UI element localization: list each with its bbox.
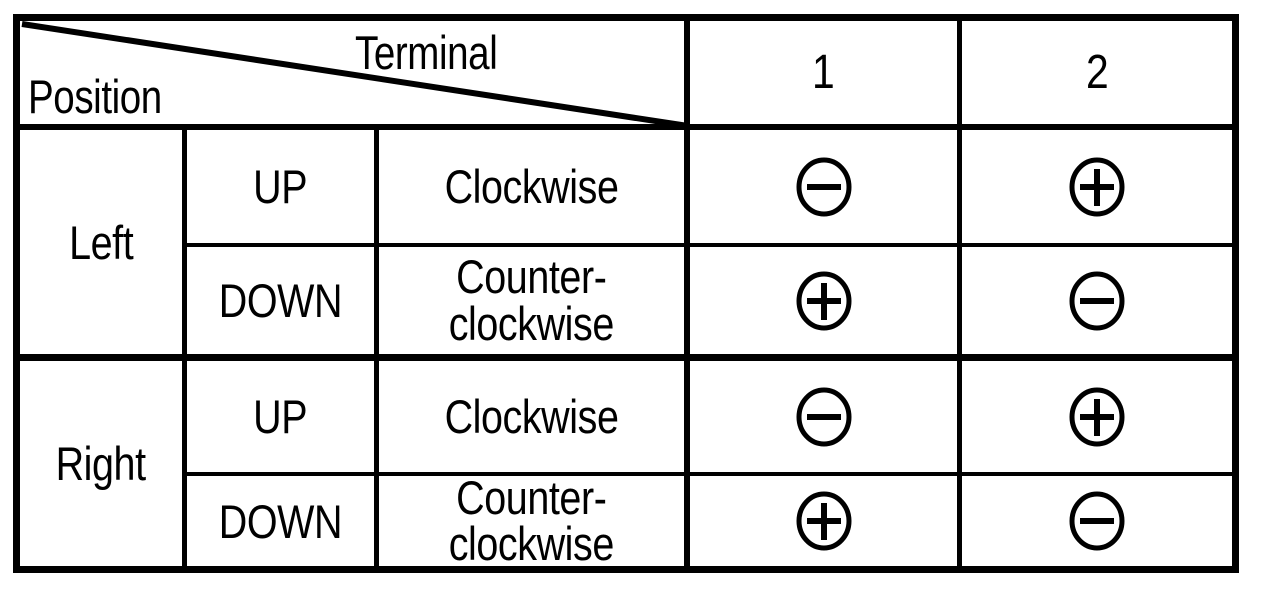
position-group-left-label: Left <box>68 215 134 269</box>
rotation-label: Clockwise <box>444 390 619 443</box>
table-row-1-terminal-1 <box>690 130 957 243</box>
terminal1-terminal2-divider <box>957 21 962 566</box>
header-corner-cell: Terminal Position <box>20 21 689 129</box>
table-row-3-rotation: Clockwise <box>379 361 684 472</box>
position-group-left: Left <box>20 130 182 354</box>
table-row-3-lever: UP <box>187 361 374 472</box>
table-row-2-terminal-2 <box>962 247 1232 354</box>
rotation-label-line-1: Counter- <box>456 470 607 524</box>
left-right-section-divider <box>20 354 1232 361</box>
rotation-label: Clockwise <box>444 160 619 213</box>
right-group-row-divider <box>182 472 1232 476</box>
table-row-4-terminal-1 <box>690 476 957 566</box>
column-header-terminal-2-label: 2 <box>1085 45 1109 99</box>
table-row-4-rotation: Counter- clockwise <box>379 474 684 570</box>
table-row-3-terminal-2 <box>962 361 1232 472</box>
table-row-3-terminal-1 <box>690 361 957 472</box>
column-axis-label: Terminal <box>355 26 498 79</box>
rotation-label: Counter- clockwise <box>449 253 615 346</box>
left-group-row-divider <box>182 243 1232 247</box>
position-lever-divider <box>182 129 187 566</box>
row-axis-label: Position <box>28 70 162 123</box>
position-group-right: Right <box>20 361 182 566</box>
lever-rotation-divider <box>374 129 379 566</box>
rotation-label-line-2: clockwise <box>448 296 615 350</box>
circled-minus-icon <box>1068 491 1126 551</box>
table-row-2-rotation: Counter- clockwise <box>379 247 684 354</box>
header-body-divider <box>20 124 1232 130</box>
rotation-label-line-1: Counter- <box>456 250 607 304</box>
circled-minus-icon <box>1068 271 1126 331</box>
column-header-terminal-2: 2 <box>962 21 1232 124</box>
diagonal-divider-line <box>21 21 689 129</box>
table-row-1-lever: UP <box>187 130 374 243</box>
table-row-1-rotation: Clockwise <box>379 130 684 243</box>
rotation-label: Counter- clockwise <box>448 474 615 570</box>
rotation-label-line-2: clockwise <box>448 517 615 570</box>
circled-plus-icon <box>1068 157 1126 217</box>
position-group-right-label: Right <box>55 437 147 490</box>
circled-minus-icon <box>795 387 853 447</box>
circled-minus-icon <box>795 157 853 217</box>
table-row-2-lever: DOWN <box>187 247 374 354</box>
rotation-terminal1-divider <box>684 21 690 566</box>
lever-label: UP <box>253 160 308 213</box>
lever-label: UP <box>253 390 308 443</box>
table-row-1-terminal-2 <box>962 130 1232 243</box>
circled-plus-icon <box>1068 387 1126 447</box>
column-header-terminal-1-label: 1 <box>812 45 835 99</box>
table-row-4-terminal-2 <box>962 476 1232 566</box>
circled-plus-icon <box>795 271 853 331</box>
table-row-4-lever: DOWN <box>187 476 374 566</box>
lever-label: DOWN <box>218 274 343 327</box>
column-header-terminal-1: 1 <box>690 21 957 124</box>
switch-polarity-table: Terminal Position 1 2 Left Right UP DOWN… <box>13 14 1239 573</box>
lever-label: DOWN <box>218 494 343 548</box>
circled-plus-icon <box>795 491 853 551</box>
table-row-2-terminal-1 <box>690 247 957 354</box>
